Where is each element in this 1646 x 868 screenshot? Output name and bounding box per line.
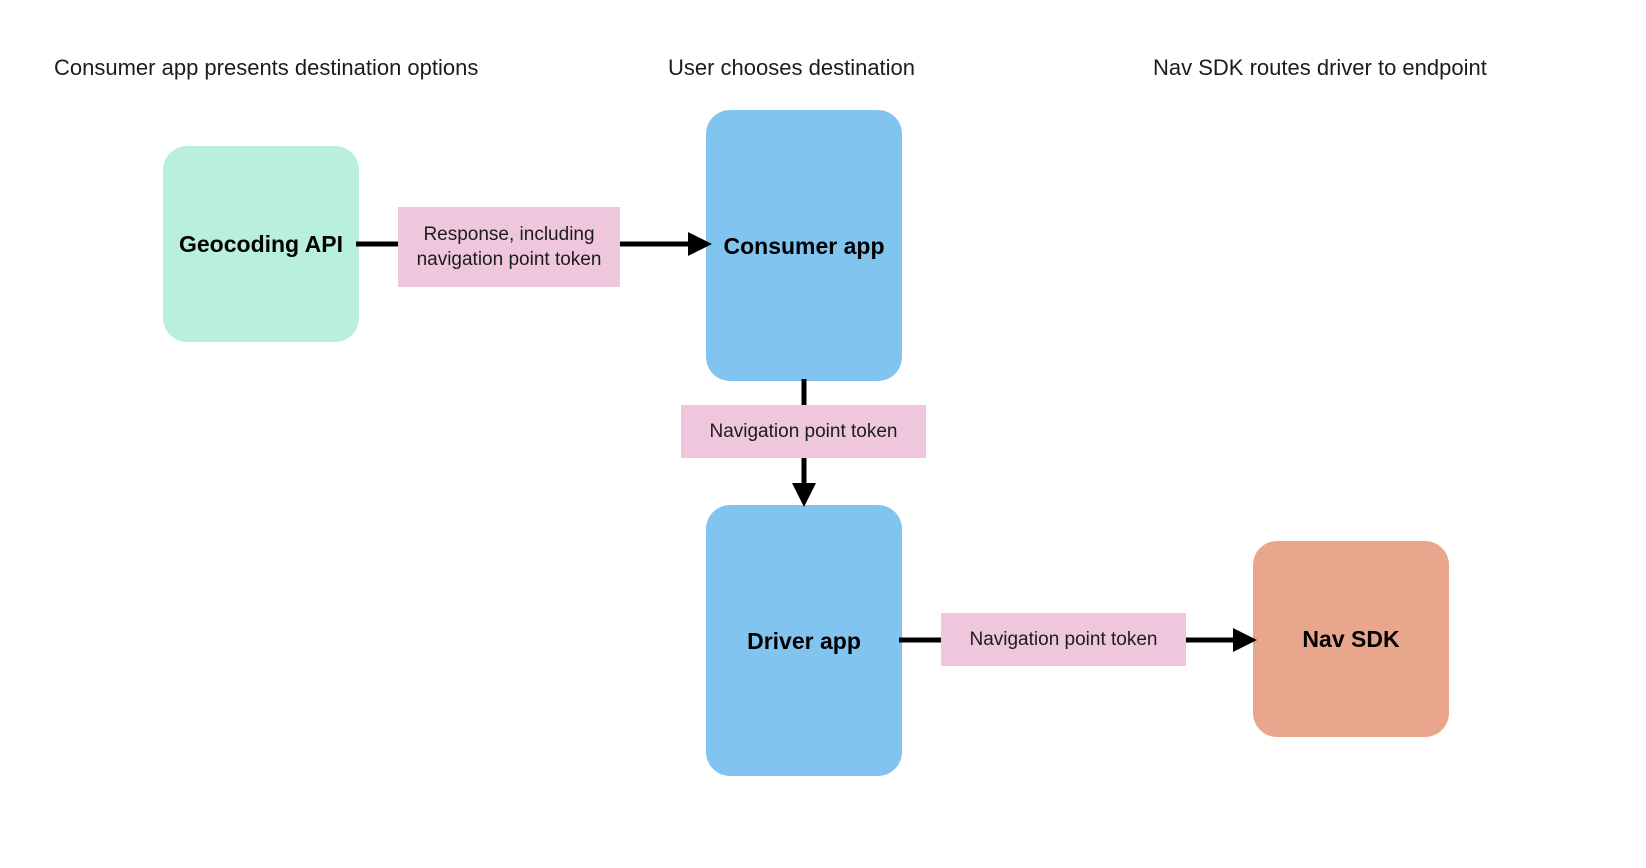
edge-label-nav-token-horizontal-text: Navigation point token [969,629,1158,650]
edge-label-nav-token-vertical: Navigation point token [681,405,926,458]
node-consumer-app[interactable]: Consumer app [706,110,902,381]
edge-label-nav-token-horizontal: Navigation point token [941,613,1186,666]
edge-label-response-token-text: Response, including navigation point tok… [416,224,602,270]
node-consumer-app-label: Consumer app [723,232,885,259]
node-nav-sdk-label: Nav SDK [1302,626,1400,652]
node-driver-app[interactable]: Driver app [706,505,902,776]
column-header-navsdk: Nav SDK routes driver to endpoint [1153,55,1487,80]
node-driver-app-label: Driver app [747,627,861,654]
edge-label-response-token: Response, including navigation point tok… [398,207,620,287]
column-header-user: User chooses destination [668,55,916,80]
node-geocoding-api[interactable]: Geocoding API [163,146,359,342]
column-header-consumer: Consumer app presents destination option… [54,55,479,80]
edge-label-nav-token-vertical-text: Navigation point token [709,421,898,442]
node-geocoding-api-label: Geocoding API [179,231,343,257]
node-nav-sdk[interactable]: Nav SDK [1253,541,1449,737]
